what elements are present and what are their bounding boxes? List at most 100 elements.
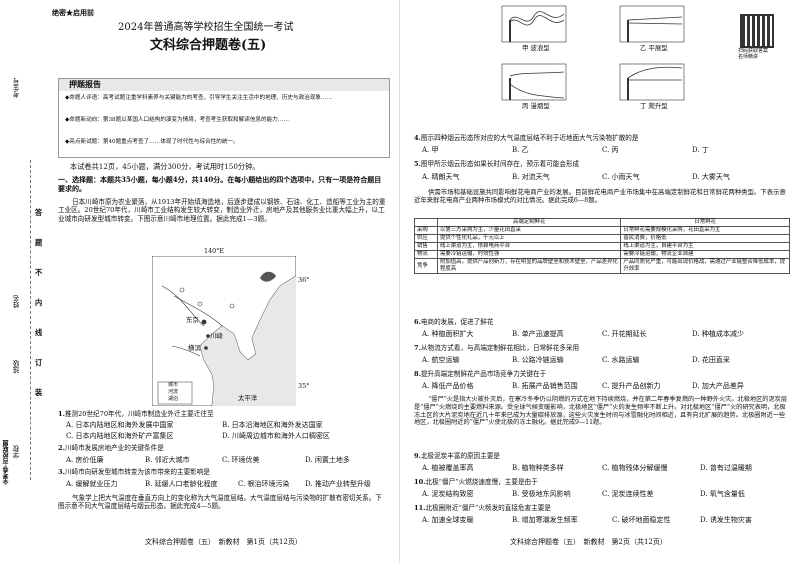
dotted-bind-line [30, 160, 31, 480]
q1-option-c[interactable]: C. 日本内陆地区和海外矿产富集区 [66, 432, 174, 440]
footer-left: 文科综合押题卷（五） 新教材 第1页（共12页） [145, 538, 302, 546]
exam-title: 2024年普通高等学校招生全国统一考试 [118, 22, 294, 33]
q8-option-c[interactable]: C. 提升产品创新力 [602, 382, 661, 390]
plume-yi [619, 5, 685, 43]
report-item: ◆命题新动向：第38题以某国人口结构的演变为情境，考查考生获取和解读信息的能力…… [65, 117, 289, 123]
map-legend-river: 河流 [168, 389, 179, 395]
q4-option-a[interactable]: A. 甲 [422, 146, 439, 154]
question-9: 9.北极泥炭丰富的原因主要是 [414, 452, 501, 460]
table-cell: 日常鲜花需要规模化采购，花田直采为主 [620, 226, 790, 235]
q3-option-d[interactable]: D. 推动产业转型升级 [305, 480, 371, 488]
plume-jia [501, 5, 567, 43]
plume-label-jia: 甲 波浪型 [522, 44, 550, 52]
table-cell: 提供个性化礼品，千元以上 [436, 234, 622, 243]
q9-option-c[interactable]: C. 植物残体分解缓慢 [602, 464, 668, 472]
q10-option-a[interactable]: A. 泥炭结构致密 [422, 490, 474, 498]
q4-option-d[interactable]: D. 丁 [692, 146, 709, 154]
question-4: 4.图示四种烟云形态所对应的大气温度层结不利于近地面大气污染物扩散的是 [414, 134, 639, 142]
table-cell: 线上渠道为主，依赖电商平台 [436, 242, 622, 251]
q1-option-a[interactable]: A. 日本内陆地区和海外发展中国家 [66, 421, 174, 429]
question-8: 8.提升高端定制鲜花产品市场竞争力关键在于 [414, 370, 547, 378]
map-label-sea: 太平洋 [238, 394, 258, 402]
q7-option-d[interactable]: D. 花田直采 [692, 356, 730, 364]
q8-option-a[interactable]: A. 降低产品价格 [422, 382, 474, 390]
table-cell: 需要冷链运输，时效性强 [436, 250, 622, 259]
comparison-table: 高端定制鲜花 日常鲜花 采购以第三方采购为主，少量花田直采日常鲜花需要规模化采购… [414, 218, 790, 274]
table-row: 竞争附加值高，提供产品创新力，存在明显的品牌壁垒和技术壁垒，产品差异化程度高产品… [414, 258, 790, 274]
plume-ding [619, 63, 685, 101]
table-cell: 线上渠道为主，自建平台为主 [620, 242, 790, 251]
q3-option-c[interactable]: C. 根治环境污染 [238, 480, 290, 488]
left-page: 考生号 姓名 班级 学校 全考卷·百校联盟 答 题 不 内 线 订 装 绝密★启… [3, 8, 390, 546]
q7-option-a[interactable]: A. 航空运输 [422, 356, 460, 364]
paper-title: 文科综合押题卷(五) [150, 38, 267, 53]
report-item: ◆亮点新试题：第40题重点考查了……体现了时代性与综合性的统一。 [65, 139, 239, 145]
question-5: 5.图甲所示烟云形态如果长时间存在，预示着可能会形成 [414, 160, 580, 168]
q3-option-a[interactable]: A. 缓解就业压力 [66, 480, 118, 488]
q2-option-b[interactable]: B. 邻近大城市 [145, 456, 190, 464]
q7-option-c[interactable]: C. 水路运输 [602, 356, 640, 364]
section1-heading: 一、选择题：本题共35小题，每小题4分，共140分。在每小题给出的四个选项中，只… [58, 175, 382, 193]
table-cell: 供应 [414, 234, 438, 243]
q6-option-d[interactable]: D. 种植成本减少 [692, 330, 744, 338]
q11-option-a[interactable]: A. 加速全球变暖 [422, 516, 474, 524]
q11-option-b[interactable]: B. 增加寒潮发生频率 [512, 516, 578, 524]
report-box: 押题报告 ◆命题人评语：高考试题注重学科素养与关键能力的考查，引导学生关注生活中… [58, 78, 390, 158]
passage-2: 气象学上把大气温度在垂直方向上的变化称为大气温度层结。大气温度层结与污染物的扩散… [58, 494, 382, 511]
table-cell: 产品同质化严重，可能出现价格战，需通过产业链整合降低成本，提升效率 [620, 258, 790, 274]
q5-option-b[interactable]: B. 对流天气 [512, 173, 550, 181]
question-6: 6.电商的发展，促进了鲜花 [414, 318, 494, 326]
question-2: 2.川崎市发展房地产业的关键条件是 [58, 444, 164, 452]
kawasaki-map: 140°E 36° 35° 东京 川崎 横滨 太平洋 城市 河流 湖泊 [151, 247, 309, 407]
q9-option-d[interactable]: D. 曾有过温暖期 [700, 464, 752, 472]
side-warn-6: 订 [35, 358, 43, 367]
table-header-cell: 日常鲜花 [620, 218, 790, 227]
q8-option-d[interactable]: D. 加大产品差异 [692, 382, 744, 390]
side-label-name: 姓名 [13, 295, 21, 309]
plume-label-ding: 丁 爬升型 [640, 102, 668, 110]
table-cell: 附加值高，提供产品创新力，存在明显的品牌壁垒和技术壁垒，产品差异化程度高 [436, 258, 622, 274]
q1-option-d[interactable]: D. 川崎周边城市和海外人口稠密区 [222, 432, 330, 440]
q11-option-d[interactable]: D. 诱发生物灾害 [700, 516, 752, 524]
q8-option-b[interactable]: B. 拓展产品销售范围 [512, 382, 578, 390]
q10-option-b[interactable]: B. 受极地东风影响 [512, 490, 571, 498]
q10-option-d[interactable]: D. 氧气含量低 [700, 490, 745, 498]
q2-option-c[interactable]: C. 环境优美 [222, 456, 260, 464]
side-label-school: 学校 [13, 445, 21, 459]
passage-4: “僵尸”火是指大火被扑灭后，在寒冷冬季仍以阴燃的方式在地下持续燃烧，并在第二年春… [414, 396, 788, 427]
map-label-tokyo: 东京 [186, 316, 199, 324]
question-10: 10.北极“僵尸”火燃烧速度慢，主要是由于 [414, 478, 538, 486]
q6-option-a[interactable]: A. 种植面积扩大 [422, 330, 474, 338]
question-11: 11.北极圈附近“僵尸”火频发的直接危害主要是 [414, 504, 551, 512]
q5-option-d[interactable]: D. 大雾天气 [692, 173, 730, 181]
plume-bing [501, 63, 567, 101]
q4-option-b[interactable]: B. 乙 [512, 146, 529, 154]
side-warn-2: 题 [35, 238, 43, 247]
table-cell: 竞争 [414, 258, 438, 274]
side-warn-5: 线 [35, 328, 43, 337]
passage-3: 供需市场和基础设施共同影响鲜花电商产业的发展。目前鲜花电商产业市场集中在高端定制… [414, 188, 786, 205]
q9-option-b[interactable]: B. 植物种类多样 [512, 464, 564, 472]
question-3: 3.川崎市向研发型城市转变为该市带来的主要影响是 [58, 468, 210, 476]
q2-option-d[interactable]: D. 闲置土地多 [305, 456, 350, 464]
q1-option-b[interactable]: B. 日本沿海地区和海外发达国家 [222, 421, 323, 429]
q3-option-b[interactable]: B. 延缓人口老龄化程度 [145, 480, 218, 488]
report-title: 押题报告 [69, 79, 101, 89]
q5-option-c[interactable]: C. 小雨天气 [602, 173, 640, 181]
map-lon-label: 140°E [204, 247, 225, 255]
q2-option-a[interactable]: A. 房价低廉 [66, 456, 104, 464]
table-row: 销售线上渠道为主，依赖电商平台线上渠道为主，自建平台为主 [414, 242, 790, 251]
q6-option-c[interactable]: C. 开花期延长 [602, 330, 647, 338]
q7-option-b[interactable]: B. 公路冷链运输 [512, 356, 564, 364]
table-header-cell [414, 218, 438, 227]
q5-option-a[interactable]: A. 晴朗天气 [422, 173, 460, 181]
qr-code[interactable] [740, 14, 774, 48]
q10-option-c[interactable]: C. 泥炭连续性差 [602, 490, 654, 498]
q4-option-c[interactable]: C. 丙 [602, 146, 619, 154]
q9-option-a[interactable]: A. 植被覆盖率高 [422, 464, 474, 472]
map-svg [151, 255, 297, 407]
table-cell: 采购 [414, 226, 438, 235]
side-label-exam-no: 考生号 [13, 78, 21, 98]
q11-option-c[interactable]: C. 破坏地面稳定性 [612, 516, 671, 524]
q6-option-b[interactable]: B. 单产迅速提高 [512, 330, 564, 338]
